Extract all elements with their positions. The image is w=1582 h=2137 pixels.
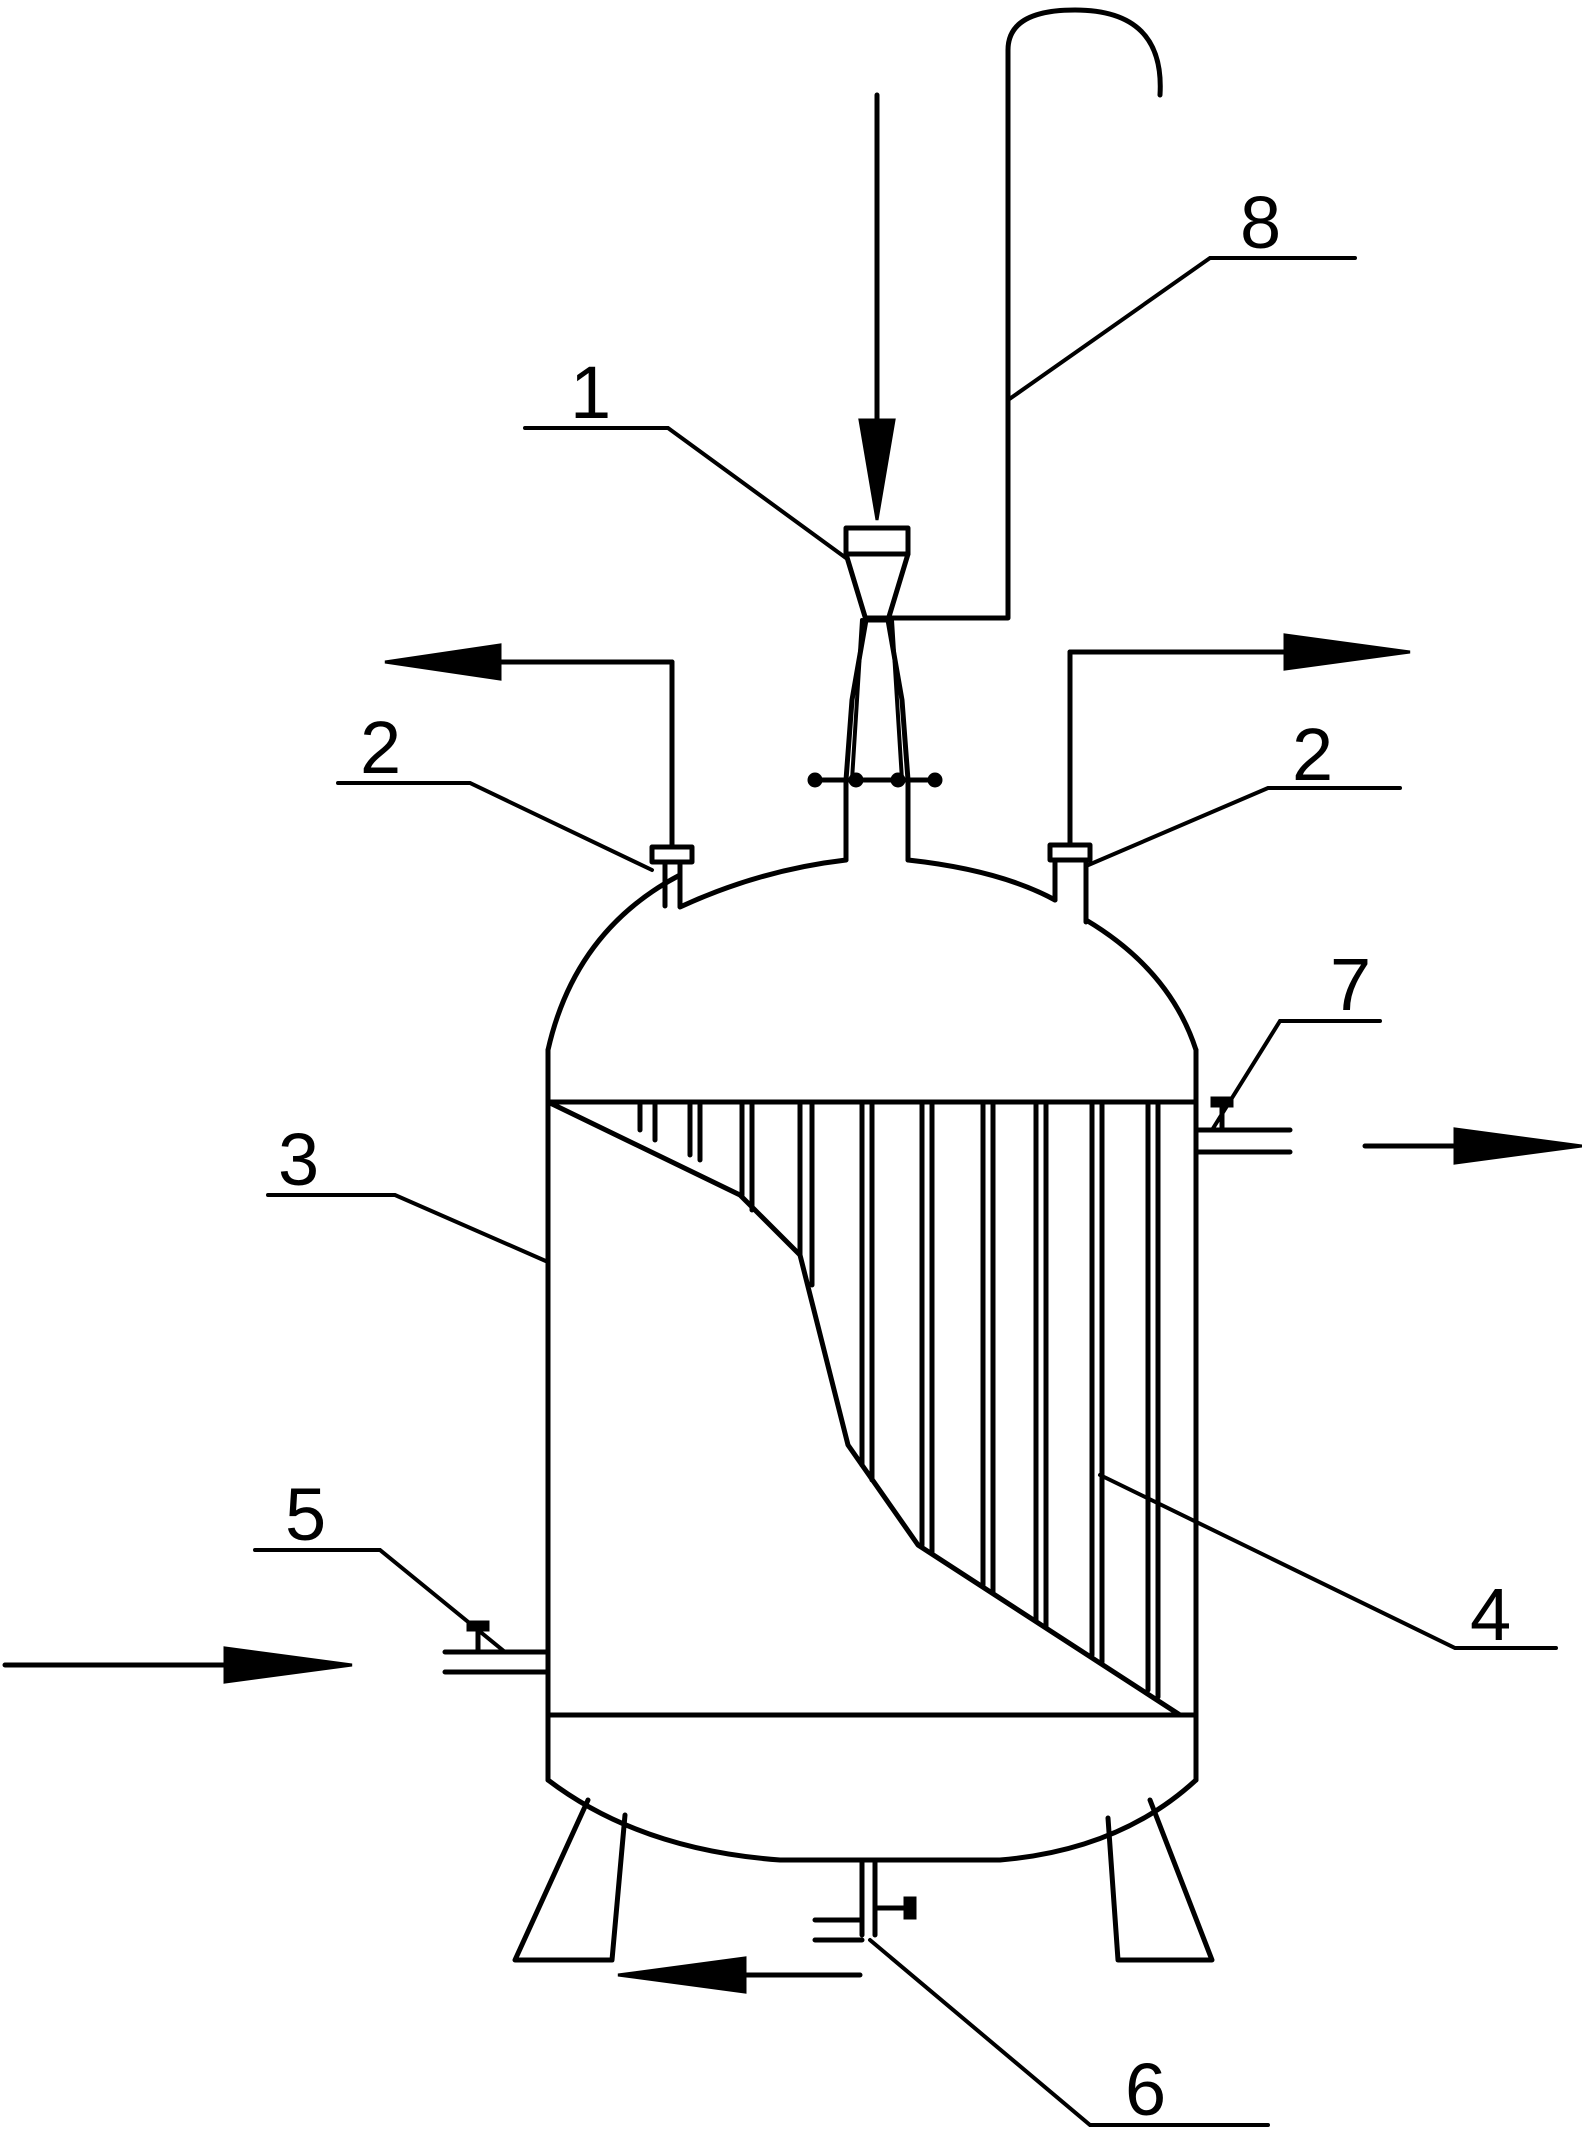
label-6: 6 <box>1125 2048 1166 2131</box>
right-vent-nozzle <box>1047 633 1411 925</box>
outlet-nozzle-7 <box>1193 1096 1582 1165</box>
label-2-left: 2 <box>360 706 401 789</box>
label-2-right: 2 <box>1292 713 1333 796</box>
leader-lines <box>253 256 1558 2127</box>
inlet-nozzle-5 <box>2 1620 551 1684</box>
label-8: 8 <box>1240 181 1281 264</box>
left-vent-nozzle <box>384 643 695 909</box>
feed-inlet-arrow <box>858 92 896 521</box>
label-1: 1 <box>570 351 611 434</box>
suction-pipe <box>863 7 1163 621</box>
top-head <box>545 857 1199 1053</box>
part-labels: 1 8 2 2 3 4 5 7 6 <box>278 181 1511 2131</box>
label-3: 3 <box>278 1118 319 1201</box>
cutaway-edge <box>545 1099 1183 1718</box>
support-legs <box>512 1797 1215 1963</box>
ejector-nozzle <box>807 525 943 863</box>
label-7: 7 <box>1330 943 1371 1026</box>
label-4: 4 <box>1470 1573 1511 1656</box>
tube-bundle <box>637 1099 1161 1700</box>
bottom-head <box>545 1777 1199 1863</box>
bottom-drain-nozzle <box>617 1857 917 1994</box>
label-5: 5 <box>285 1473 326 1556</box>
